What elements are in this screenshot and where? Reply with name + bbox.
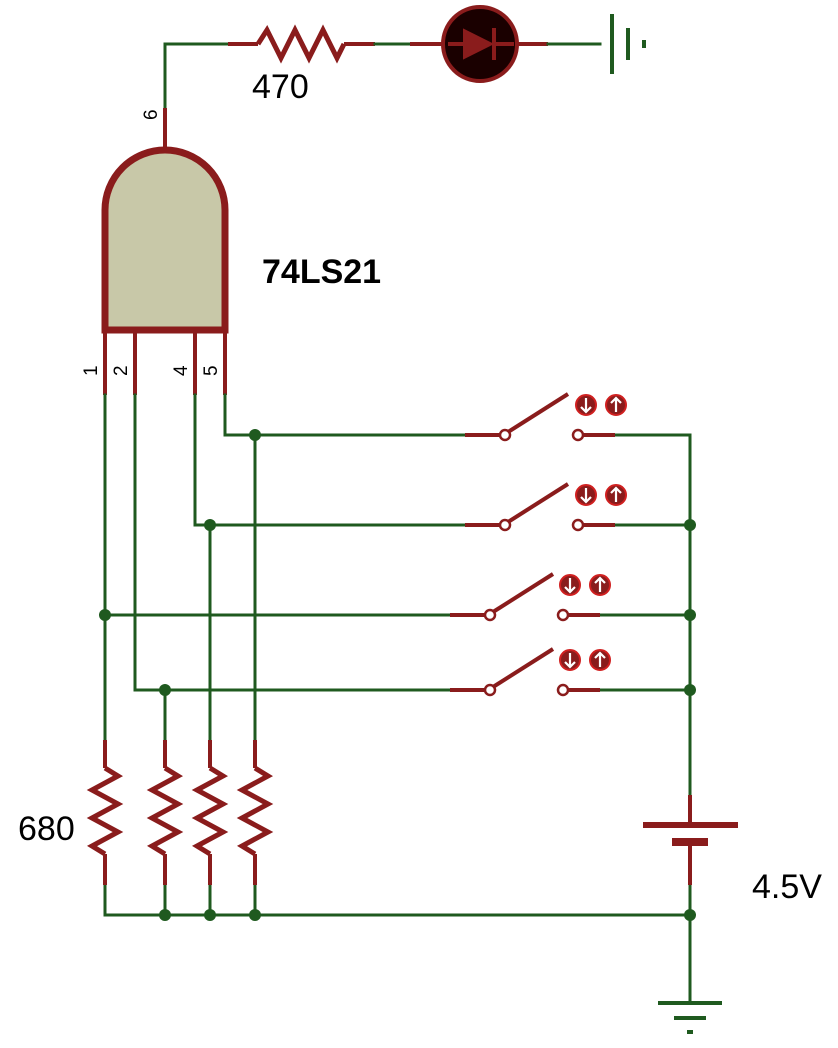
pin-4-label: 4 [171, 365, 192, 376]
resistor-470-label: 470 [252, 68, 309, 106]
output-branch: 470 [163, 5, 646, 150]
switch-3-icon[interactable] [450, 572, 611, 622]
pin-5-label: 5 [201, 365, 222, 376]
pulldown-resistor-1-icon [86, 740, 124, 885]
ground-icon [610, 14, 646, 74]
switch-1-icon[interactable] [465, 392, 627, 442]
switch-1-open-button[interactable] [575, 394, 597, 416]
switch-4-icon[interactable] [450, 647, 611, 697]
switch-3-close-button[interactable] [589, 574, 611, 596]
gate-part-label: 74LS21 [262, 253, 381, 291]
resistor-470-icon [228, 24, 375, 64]
pin-1-label: 1 [81, 365, 102, 376]
pulldown-resistor-4-icon [236, 740, 274, 885]
battery-icon [643, 795, 738, 885]
input-wires [103, 393, 692, 1002]
junction-dots [99, 429, 696, 921]
switch-2-open-button[interactable] [575, 484, 597, 506]
gate-input-leads [103, 333, 227, 395]
battery-label: 4.5V [752, 868, 822, 906]
switch-2-close-button[interactable] [605, 484, 627, 506]
bottom-ground-icon [658, 1001, 722, 1034]
wire-output-up [163, 42, 230, 110]
led-icon [410, 5, 548, 83]
switch-3-open-button[interactable] [559, 574, 581, 596]
pin-2-label: 2 [111, 365, 132, 376]
switch-2-icon[interactable] [465, 482, 627, 532]
pulldown-resistor-2-icon [146, 740, 184, 885]
switch-4-open-button[interactable] [559, 649, 581, 671]
pulldown-resistor-3-icon [191, 740, 229, 885]
pin-6-label: 6 [141, 109, 162, 120]
switch-4-close-button[interactable] [589, 649, 611, 671]
pulldown-resistor-label: 680 [18, 810, 75, 848]
and-gate-icon [101, 146, 229, 334]
switch-1-close-button[interactable] [605, 394, 627, 416]
